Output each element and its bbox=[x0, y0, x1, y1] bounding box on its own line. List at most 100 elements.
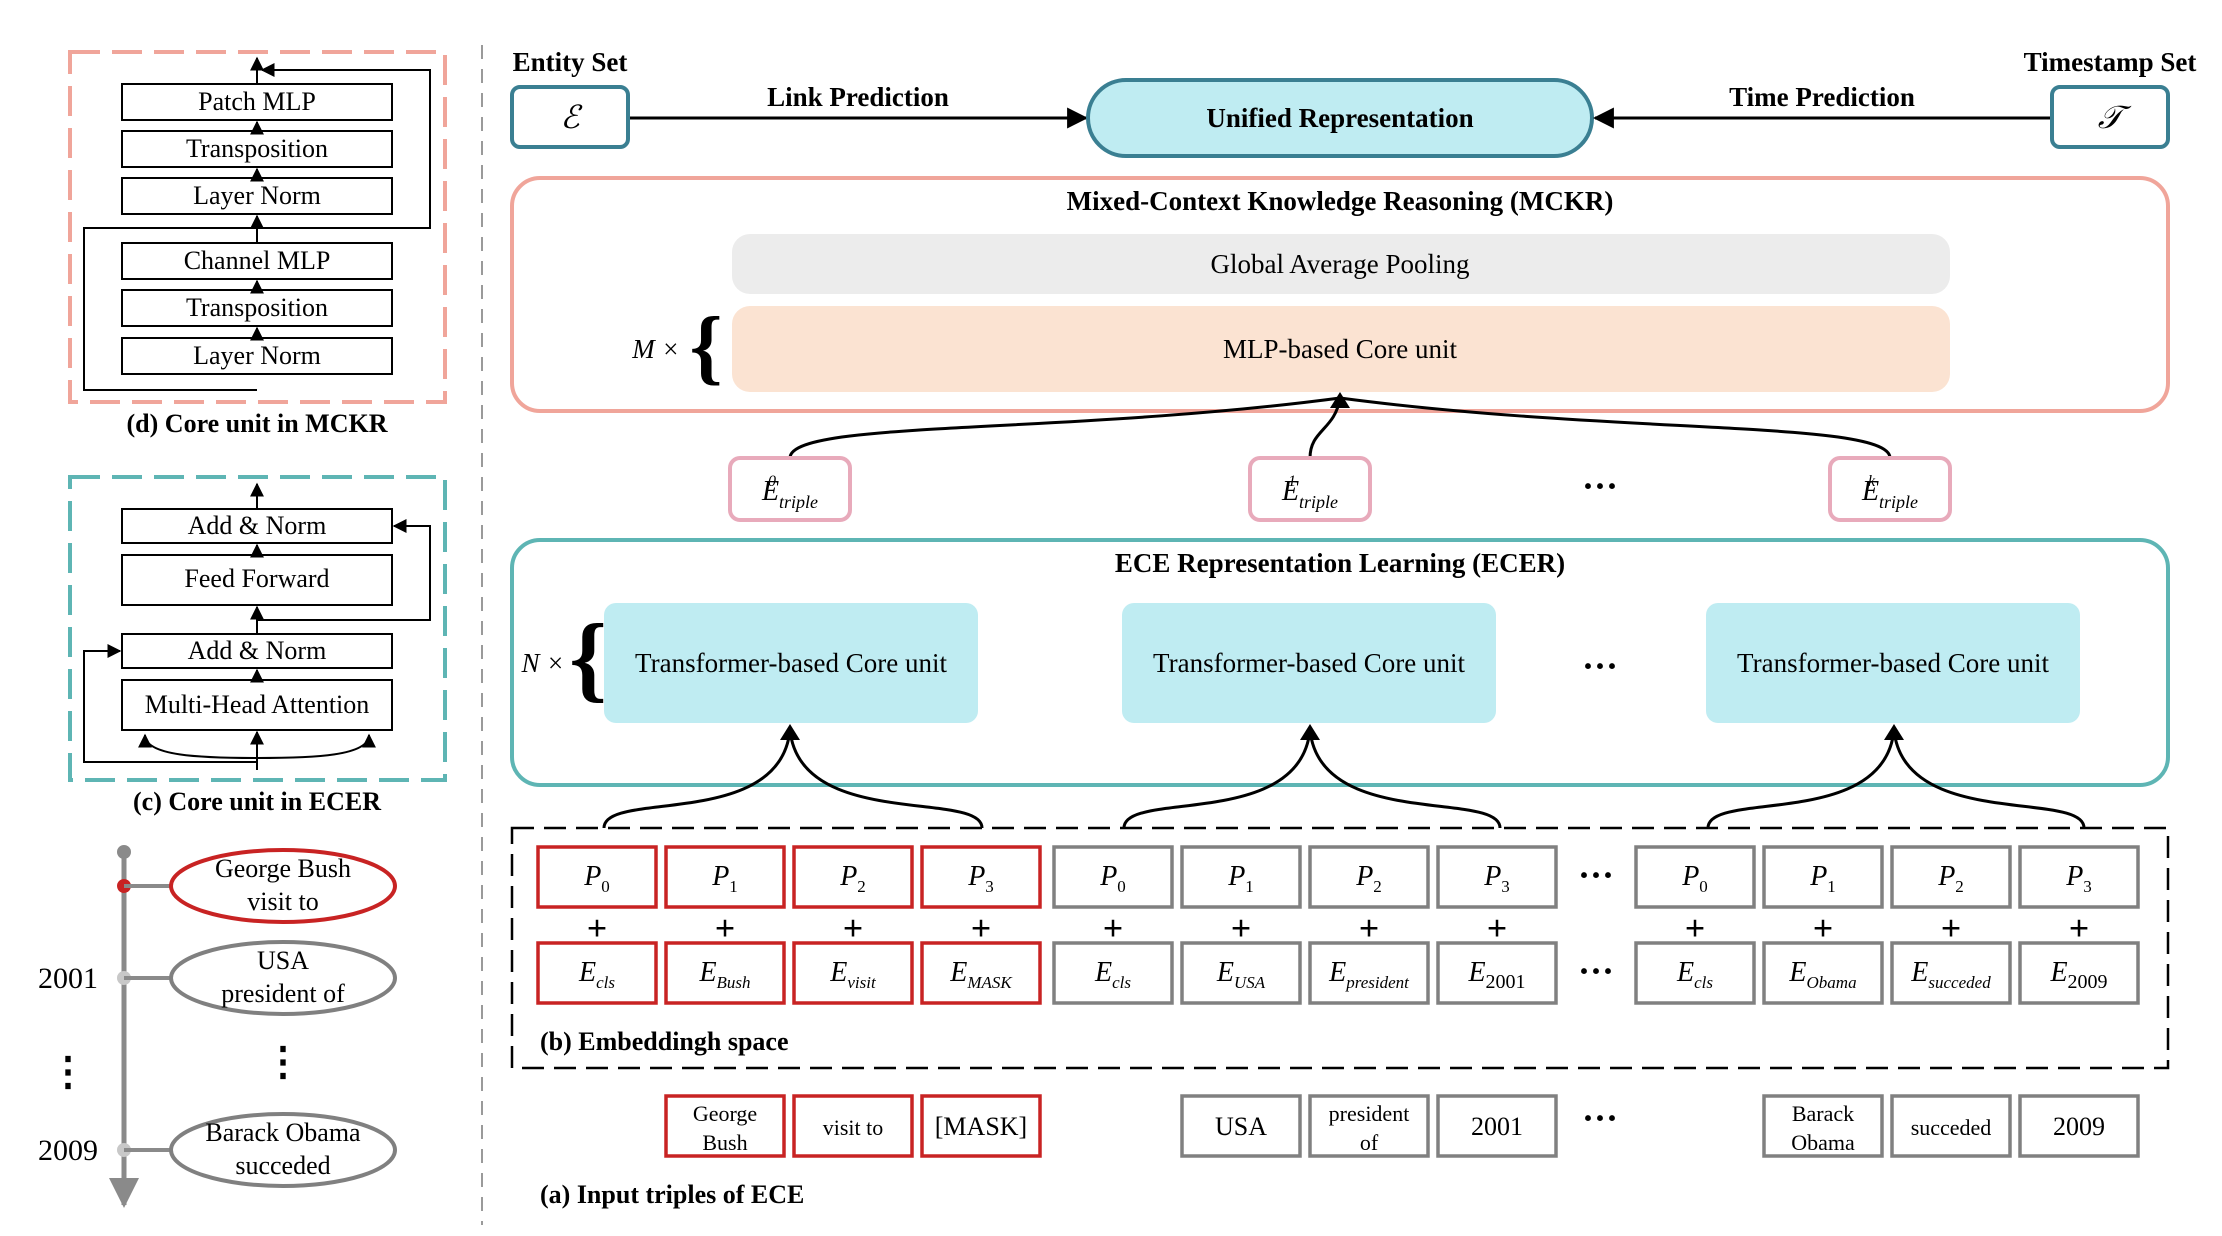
fan-arrowhead-1 bbox=[780, 724, 800, 740]
etriple-ellipsis: ··· bbox=[1582, 466, 1618, 506]
etriple-k-box bbox=[1828, 456, 1952, 522]
mckr-title: Mixed-Context Knowledge Reasoning (MCKR) bbox=[1067, 186, 1614, 216]
pos-embedding-label: P0 bbox=[1099, 861, 1126, 896]
plus-sign: + bbox=[715, 908, 736, 948]
global-average-pooling-box bbox=[732, 234, 1950, 294]
input-token-cell bbox=[792, 1094, 914, 1158]
token-embedding-cell bbox=[664, 941, 786, 1005]
pos-embedding-cell bbox=[1890, 845, 2012, 909]
pos-embedding-label: P0 bbox=[583, 861, 610, 896]
token-embedding-label: Evisit bbox=[829, 957, 877, 992]
etriple-0-box bbox=[728, 456, 852, 522]
embedding-ellipsis: ··· bbox=[1578, 855, 1614, 895]
pos-embedding-cell bbox=[1308, 845, 1430, 909]
mckr-core-caption: (d) Core unit in MCKR bbox=[127, 409, 388, 438]
global-average-pooling-label: Global Average Pooling bbox=[1211, 249, 1470, 279]
etriple-1-box bbox=[1248, 456, 1372, 522]
ecer-core-frame bbox=[68, 475, 447, 782]
token-embedding-cell bbox=[1308, 941, 1430, 1005]
plus-sign: + bbox=[843, 908, 864, 948]
pos-embedding-cell bbox=[1052, 845, 1174, 909]
time-prediction-label: Time Prediction bbox=[1729, 82, 1915, 112]
input-token-label: president bbox=[1329, 1101, 1410, 1126]
plus-sign: + bbox=[1487, 908, 1508, 948]
mckr-brace: { bbox=[689, 300, 722, 393]
input-token-label: 2001 bbox=[1471, 1112, 1523, 1141]
triple-arrowhead bbox=[1330, 392, 1350, 408]
pos-embedding-label: P3 bbox=[2065, 861, 2092, 896]
token-embedding-cell bbox=[792, 941, 914, 1005]
transformer-core-3 bbox=[1706, 603, 2080, 723]
input-token-label: 2009 bbox=[2053, 1112, 2105, 1141]
token-embedding-label: EObama bbox=[1788, 957, 1856, 992]
plus-sign: + bbox=[1941, 908, 1962, 948]
plus-sign: + bbox=[1813, 908, 1834, 948]
pos-embedding-label: P2 bbox=[839, 861, 866, 896]
token-embedding-cell bbox=[1762, 941, 1884, 1005]
input-token-label: George bbox=[693, 1101, 757, 1126]
input-token-cell bbox=[1762, 1094, 1884, 1158]
pos-embedding-label: P1 bbox=[711, 861, 738, 896]
transformer-core-2-label: Transformer-based Core unit bbox=[1153, 648, 1465, 678]
token-embedding-label: Ecls bbox=[1676, 957, 1713, 992]
event1-line1: George Bush bbox=[215, 854, 351, 883]
timeline: George Bush visit to USA president of 20… bbox=[38, 845, 397, 1208]
mha-box bbox=[121, 679, 393, 731]
pos-embedding-label: P3 bbox=[1483, 861, 1510, 896]
token-embedding-label: E2009 bbox=[2049, 957, 2107, 993]
input-token-cell bbox=[2018, 1094, 2140, 1158]
etriple-1-label: Etriple1 bbox=[1281, 473, 1338, 512]
timestamp-set-box bbox=[2050, 85, 2170, 149]
pos-embedding-label: P3 bbox=[967, 861, 994, 896]
pos-embedding-cell bbox=[792, 845, 914, 909]
prediction-row: Entity Set ℰ Link Prediction Unified Rep… bbox=[510, 47, 2197, 158]
feed-forward-label: Feed Forward bbox=[184, 564, 329, 593]
token-embedding-label: EMASK bbox=[949, 957, 1013, 992]
input-token-label: [MASK] bbox=[935, 1112, 1027, 1141]
triple-arrow-k bbox=[1339, 396, 1892, 459]
transformer-core-1-label: Transformer-based Core unit bbox=[635, 648, 947, 678]
pos-embedding-cell bbox=[1180, 845, 1302, 909]
embedding-cells: P0+EclsP1+EBushP2+EvisitP3+EMASKP0+EclsP… bbox=[536, 845, 2140, 1005]
token-embedding-label: Epresident bbox=[1328, 957, 1410, 992]
timeline-dots-center: ⋮ bbox=[263, 1039, 303, 1084]
event-george-bush bbox=[169, 848, 397, 924]
add-norm-label-bottom: Add & Norm bbox=[188, 636, 327, 665]
token-embedding-cell bbox=[1634, 941, 1756, 1005]
plus-sign: + bbox=[2069, 908, 2090, 948]
token-embedding-cell bbox=[1436, 941, 1558, 1005]
input-token-cell bbox=[1180, 1094, 1302, 1158]
event-barack-obama bbox=[169, 1112, 397, 1188]
ecer-brace: { bbox=[569, 604, 607, 711]
pos-embedding-label: P0 bbox=[1681, 861, 1708, 896]
mha-label: Multi-Head Attention bbox=[145, 690, 370, 719]
input-token-cell bbox=[1890, 1094, 2012, 1158]
input-token-label: USA bbox=[1215, 1112, 1267, 1141]
ecer-repeat-label: N × bbox=[521, 648, 565, 678]
ecer-ellipsis: ··· bbox=[1582, 646, 1618, 686]
token-embedding-label: E2001 bbox=[1467, 957, 1525, 993]
year-2001: 2001 bbox=[38, 962, 98, 995]
add-norm-label-top: Add & Norm bbox=[188, 511, 327, 540]
token-embedding-cell bbox=[536, 941, 658, 1005]
embedding-to-core-arrows bbox=[602, 724, 2086, 829]
core-unit-ecer: Add & Norm Feed Forward Add & Norm Multi… bbox=[68, 475, 447, 816]
plus-sign: + bbox=[1685, 908, 1706, 948]
token-embedding-label: EUSA bbox=[1216, 957, 1266, 992]
transposition-label-bottom: Transposition bbox=[186, 293, 328, 322]
event2-line1: USA bbox=[257, 946, 309, 975]
layer-norm-box-top bbox=[121, 177, 393, 215]
pos-embedding-label: P1 bbox=[1227, 861, 1254, 896]
embedding-space: (b) Embeddingh space P0+EclsP1+EBushP2+E… bbox=[510, 826, 2170, 1070]
plus-sign: + bbox=[587, 908, 608, 948]
transformer-core-2 bbox=[1122, 603, 1496, 723]
embedding-ellipsis: ··· bbox=[1578, 951, 1614, 991]
token-embedding-cell bbox=[1890, 941, 2012, 1005]
pos-embedding-cell bbox=[536, 845, 658, 909]
plus-sign: + bbox=[1359, 908, 1380, 948]
entity-set-symbol: ℰ bbox=[560, 99, 583, 135]
timeline-start-dot bbox=[117, 845, 131, 859]
timestamp-set-title: Timestamp Set bbox=[2024, 47, 2197, 77]
pos-embedding-cell bbox=[920, 845, 1042, 909]
